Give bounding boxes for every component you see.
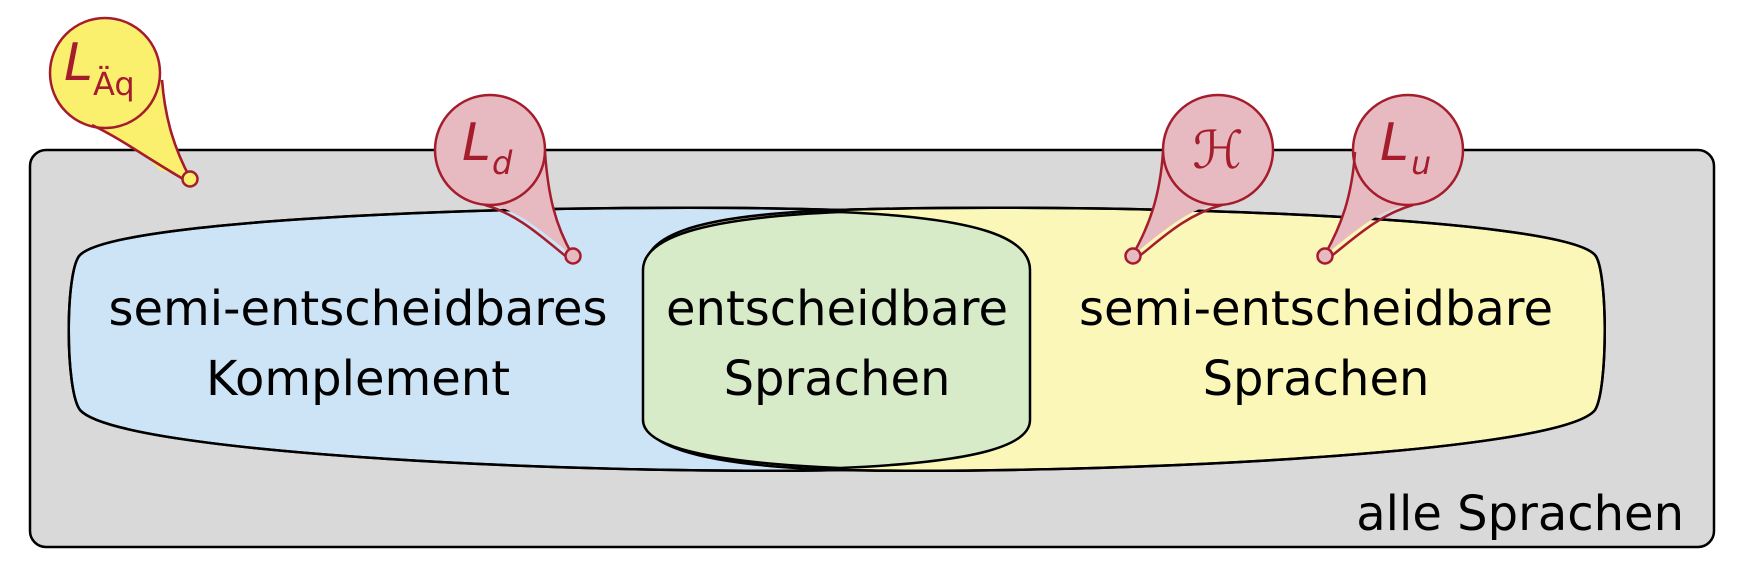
marker-l-aeq-sub: Äq <box>93 65 135 103</box>
marker-l-u: L u <box>1316 93 1465 265</box>
marker-l-u-sub: u <box>1411 144 1431 182</box>
marker-l-aeq: L Äq <box>48 16 199 188</box>
marker-l-aeq-main: L <box>64 33 93 93</box>
marker-l-d-main: L <box>462 113 491 173</box>
decidable-region <box>641 210 1032 470</box>
decidable-label-line2: Sprachen <box>724 351 951 407</box>
marker-h-main: ℋ <box>1192 121 1243 181</box>
co-semi-decidable-label-line2: Komplement <box>206 351 510 407</box>
semi-decidable-label-line1: semi-entscheidbare <box>1079 281 1553 337</box>
marker-l-d-sub: d <box>492 144 513 182</box>
co-semi-decidable-label-line1: semi-entscheidbares <box>109 281 608 337</box>
marker-l-u-main: L <box>1380 113 1409 173</box>
semi-decidable-label-line2: Sprachen <box>1203 351 1430 407</box>
all-languages-label: alle Sprachen <box>1356 486 1684 542</box>
marker-l-d: L d <box>433 93 582 265</box>
decidable-label-line1: entscheidbare <box>666 281 1008 337</box>
marker-h: ℋ <box>1124 93 1275 265</box>
